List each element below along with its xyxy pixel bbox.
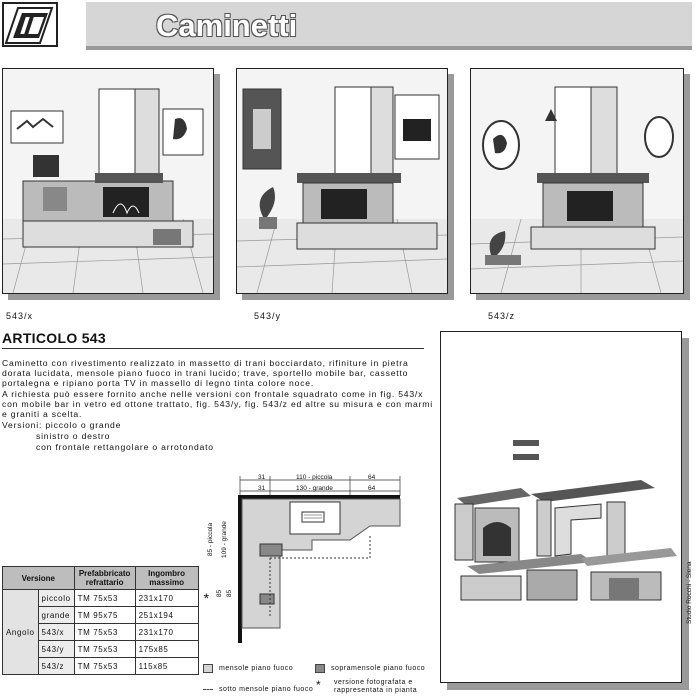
plan-dimension: 85 (216, 589, 224, 598)
photo-caption: 543/x (6, 311, 34, 321)
table-group-label: Angolo (2, 589, 39, 675)
description-line: A richiesta può essere fornito anche nel… (2, 389, 424, 399)
table-row: 543/z TM 75x53 115x85 (3, 657, 199, 675)
plan-dimension: 130 - grande (296, 485, 333, 492)
title-bar: Caminetti (86, 2, 692, 50)
spec-table: Versione Prefabbricato refrattario Ingom… (2, 566, 209, 675)
table-row: 543/x TM 75x53 231x170 (3, 623, 199, 641)
description-line: Caminetto con rivestimento realizzato in… (2, 358, 409, 368)
description-line: dorata lucidata, mensole piano fuoco in … (2, 368, 409, 378)
plan-dimension: 31 (258, 485, 266, 492)
table-cell: 231x170 (134, 623, 199, 641)
star-mark: * (316, 678, 321, 692)
table-cell-size: 231x170 (138, 593, 174, 603)
description-line: con mobile bar in vetro ed ottone tratta… (2, 399, 433, 409)
table-cell: 543/x (37, 623, 75, 641)
table-cell: 543/z (37, 657, 75, 675)
plan-dimension: 64 (368, 485, 376, 492)
table-cell: 115x85 (134, 657, 199, 675)
company-logo (2, 2, 58, 47)
plan-dimension: 64 (368, 474, 376, 481)
description-line: e graniti a scelta. (2, 409, 83, 419)
legend-swatch (203, 689, 213, 691)
table-cell: TM 75x53 (73, 589, 136, 607)
legend-label: sopramensole piano fuoco (331, 665, 426, 672)
legend-swatch (315, 664, 325, 673)
legend-label: sotto mensole piano fuoco (219, 686, 314, 693)
table-cell: TM 75x53 (73, 623, 136, 641)
versions-line: con frontale rettangolare o arrotondato (36, 442, 214, 452)
fireplace-illustration-y (236, 68, 448, 294)
fireplace-illustration-x (2, 68, 214, 294)
table-header: Ingombro massimo (134, 566, 199, 590)
table-cell: 543/y (37, 640, 75, 658)
table-cell: TM 75x53 (73, 640, 136, 658)
plan-dimension: 31 (258, 474, 266, 481)
article-title: ARTICOLO 543 (2, 330, 106, 346)
table-cell: 175x85 (134, 640, 199, 658)
versions-line: sinistro o destro (36, 431, 111, 441)
photo-caption: 543/y (254, 311, 282, 321)
table-header: Prefabbricato refrattario (73, 566, 136, 590)
credit-text: Studio Rocchi - Siena (686, 561, 693, 624)
floor-plan: 31 110 - piccola 64 31 130 - grande 64 8… (200, 468, 436, 648)
table-row: Angolo piccolo TM 75x53 231x170 * (2, 589, 209, 675)
table-cell: TM 95x75 (73, 606, 136, 624)
photo-caption: 543/z (488, 311, 516, 321)
table-cell: 251x194 (134, 606, 199, 624)
exploded-fireplace-drawing (440, 331, 682, 683)
legend-label: versione fotografata e rappresentata in … (334, 679, 418, 694)
table-cell: TM 75x53 (73, 657, 136, 675)
table-cell: 231x170 * (134, 589, 209, 607)
description-line: portalegna e ripiano porta TV in massell… (2, 378, 315, 388)
versions-line: Versioni: piccolo o grande (2, 420, 122, 430)
plan-dimension: 85 (226, 589, 234, 598)
fireplace-illustration-z (470, 68, 684, 294)
table-cell: grande (37, 606, 75, 624)
star-mark: * (203, 590, 210, 606)
legend-label: mensole piano fuoco (219, 665, 294, 672)
table-header: Versione (2, 566, 75, 590)
table-cell: piccolo (37, 589, 75, 607)
plan-dimension: 85 - piccola (207, 522, 215, 557)
plan-dimension: 110 - piccola (296, 474, 333, 481)
title-divider (2, 348, 424, 349)
plan-dimension: 109 - grande (220, 521, 228, 558)
page-title: Caminetti (156, 8, 298, 43)
legend-swatch (203, 664, 213, 673)
table-row: 543/y TM 75x53 175x85 (3, 640, 199, 658)
